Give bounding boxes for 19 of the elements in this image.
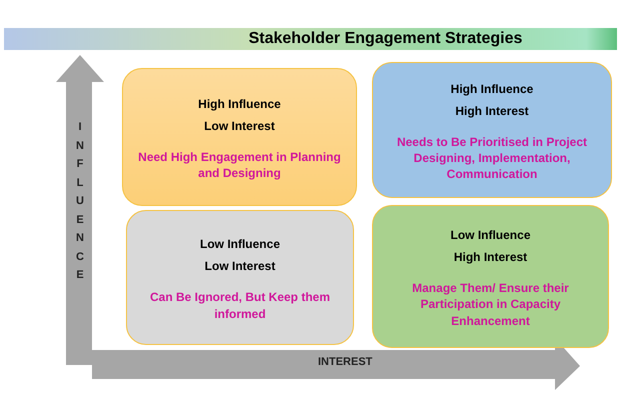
quadrant-heading: High Influence bbox=[198, 96, 281, 111]
quadrant-heading: Low Influence bbox=[200, 237, 280, 252]
quadrant-box bbox=[122, 68, 357, 206]
quadrant-heading: High Influence bbox=[450, 82, 534, 96]
quadrant-box bbox=[372, 205, 609, 348]
strategy-text: Manage Them/ Ensure their Participation in Capacity Enhancement bbox=[411, 280, 570, 329]
quadrant-heading: Low Interest bbox=[204, 118, 275, 133]
quadrant-heading: High Interest bbox=[455, 104, 529, 118]
strategy-text: Can Be Ignored, But Keep them informed bbox=[148, 289, 332, 322]
strategy-text: Need High Engagement in Planning and Designing bbox=[137, 148, 342, 182]
quadrant-heading: High Interest bbox=[454, 250, 528, 264]
axis-label: INTEREST bbox=[318, 356, 372, 368]
quadrant-heading: Low Interest bbox=[204, 259, 276, 274]
axis-label: INFLUENCE bbox=[76, 120, 84, 283]
quadrant-box bbox=[372, 62, 612, 198]
strategy-text: Needs to Be Prioritised in Project Designing, Implementation, Communication bbox=[396, 134, 588, 182]
quadrant-heading: Low Influence bbox=[450, 228, 530, 242]
quadrant-box bbox=[126, 210, 354, 345]
title: Stakeholder Engagement Strategies bbox=[248, 30, 522, 48]
